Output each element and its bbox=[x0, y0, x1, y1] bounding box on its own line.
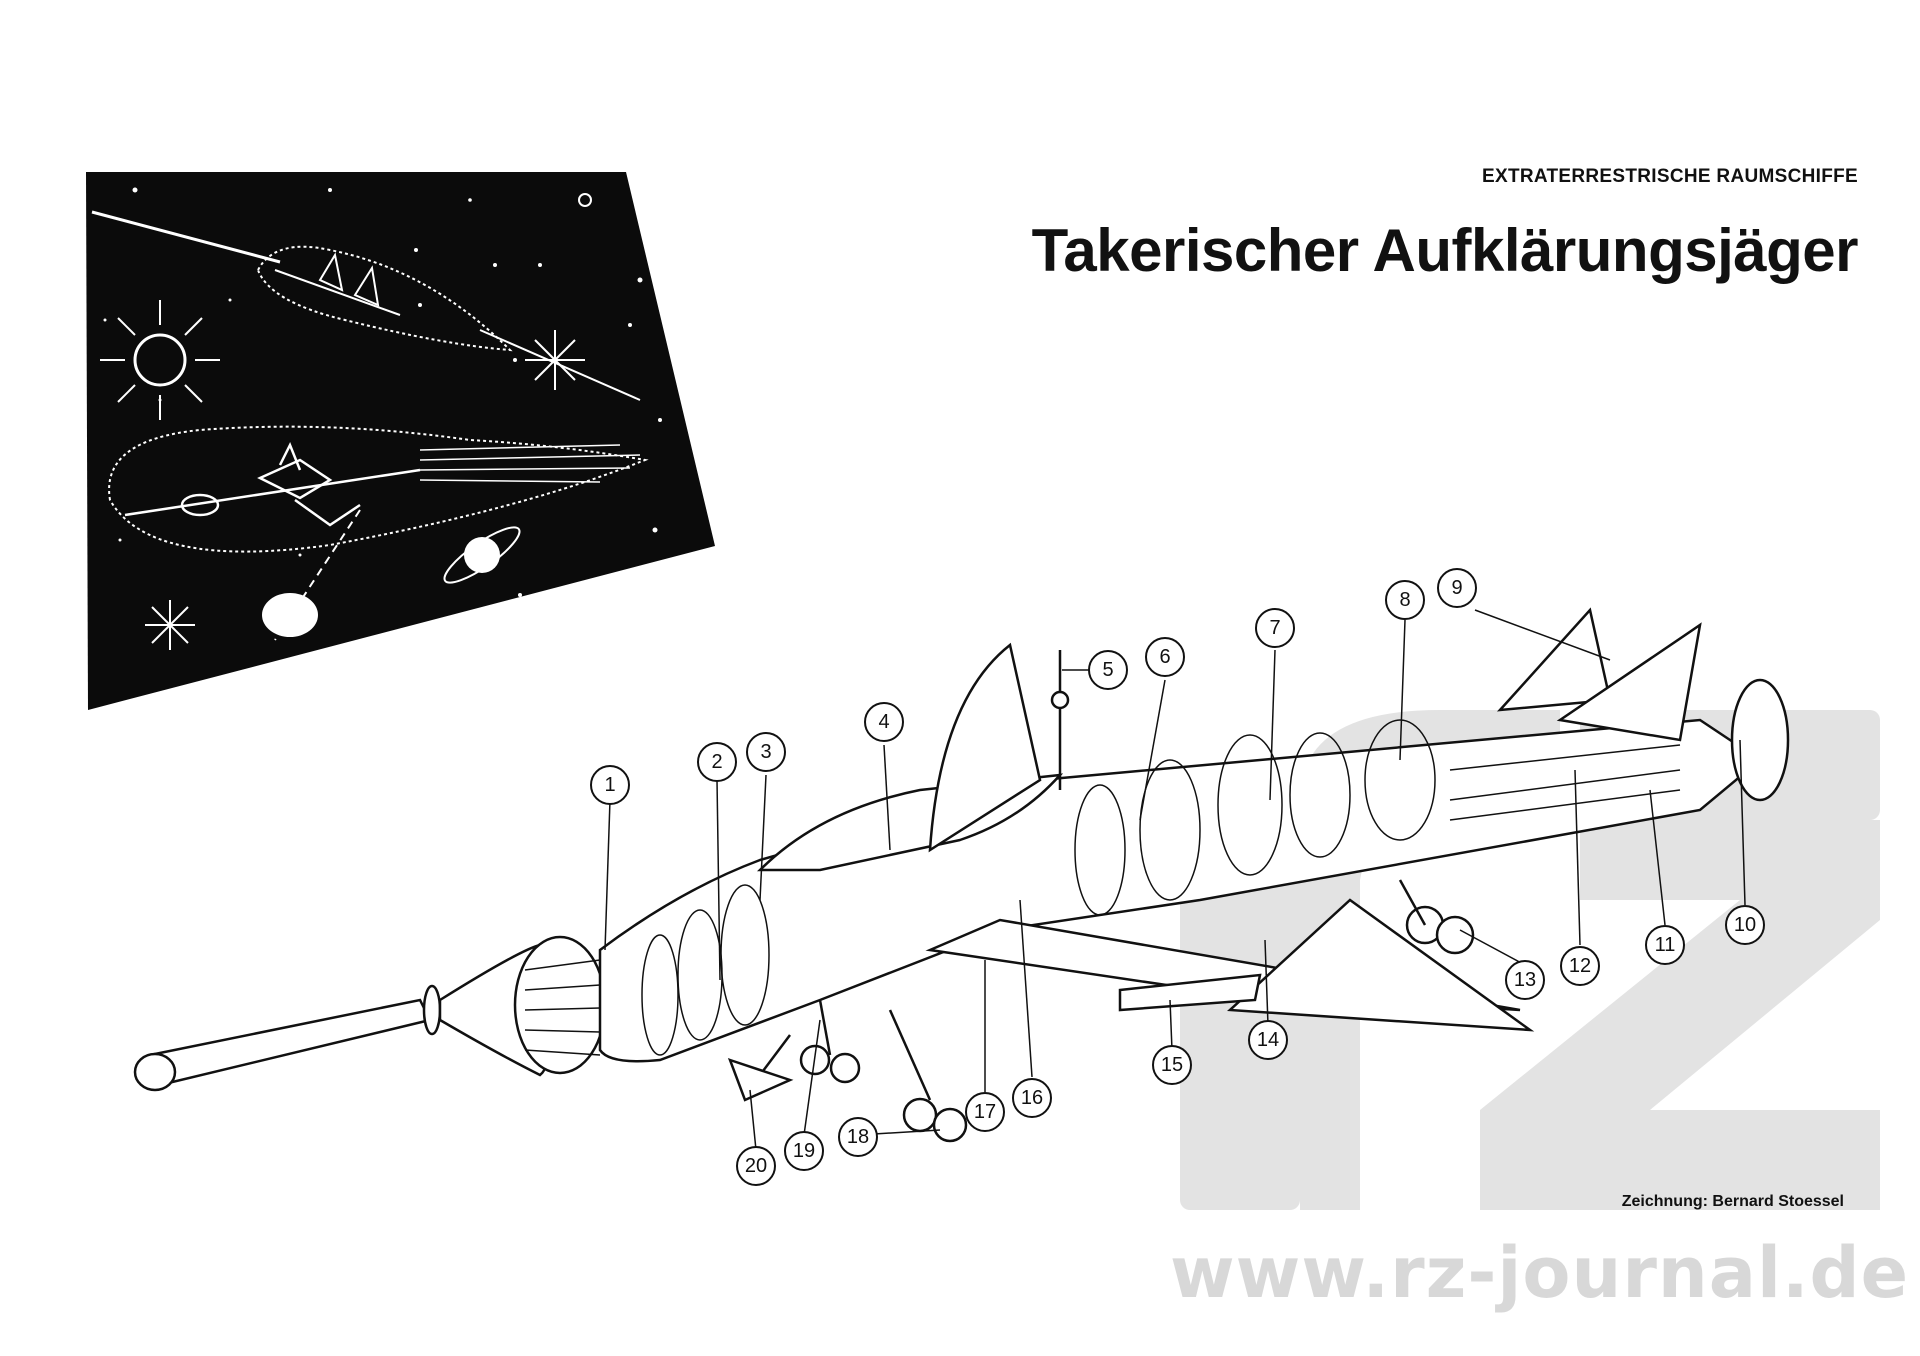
callout-11: 11 bbox=[1645, 925, 1685, 965]
callout-2: 2 bbox=[697, 742, 737, 782]
callout-6: 6 bbox=[1145, 637, 1185, 677]
callout-1: 1 bbox=[590, 765, 630, 805]
callout-8: 8 bbox=[1385, 580, 1425, 620]
callout-17: 17 bbox=[965, 1092, 1005, 1132]
callout-19: 19 bbox=[784, 1131, 824, 1171]
callout-10: 10 bbox=[1725, 905, 1765, 945]
callout-13: 13 bbox=[1505, 960, 1545, 1000]
callout-3: 3 bbox=[746, 732, 786, 772]
callout-9: 9 bbox=[1437, 568, 1477, 608]
callout-4: 4 bbox=[864, 702, 904, 742]
callout-7: 7 bbox=[1255, 608, 1295, 648]
callout-5: 5 bbox=[1088, 650, 1128, 690]
series-label: EXTRATERRESTRISCHE RAUMSCHIFFE bbox=[1482, 166, 1858, 187]
callout-16: 16 bbox=[1012, 1078, 1052, 1118]
page-title: Takerischer Aufklärungsjäger bbox=[1031, 217, 1859, 284]
drawing-credit: Zeichnung: Bernard Stoessel bbox=[1621, 1193, 1844, 1210]
watermark-url[interactable]: www.rz-journal.de bbox=[1170, 1232, 1910, 1314]
callout-15: 15 bbox=[1152, 1045, 1192, 1085]
callout-20: 20 bbox=[736, 1146, 776, 1186]
callout-12: 12 bbox=[1560, 946, 1600, 986]
callout-18: 18 bbox=[838, 1117, 878, 1157]
callout-14: 14 bbox=[1248, 1020, 1288, 1060]
